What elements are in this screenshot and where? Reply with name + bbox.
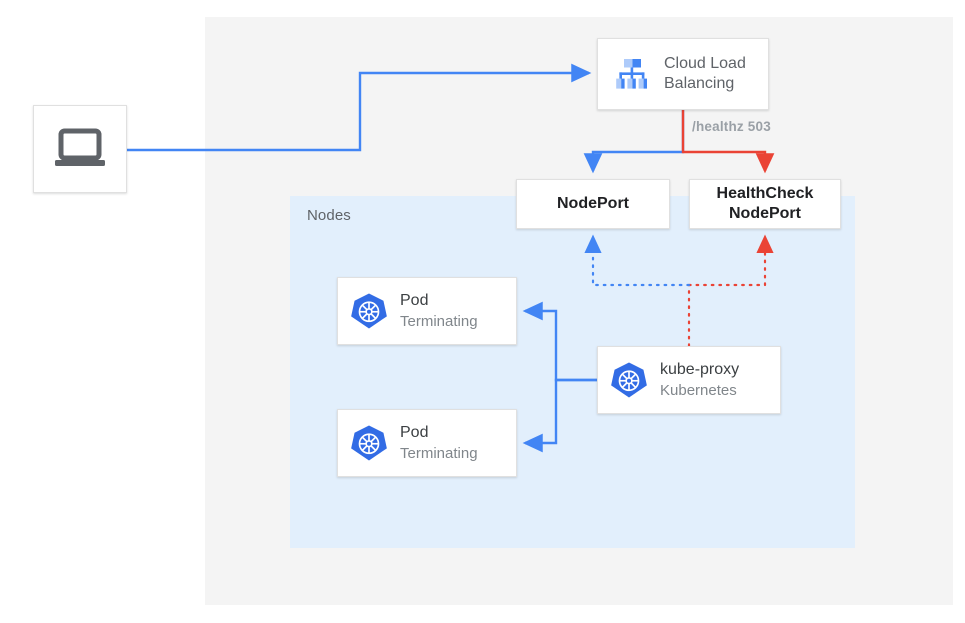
pod-node-2[interactable]: Pod Terminating xyxy=(337,409,517,477)
kube-proxy-node[interactable]: kube-proxy Kubernetes xyxy=(597,346,781,414)
pod-2-text: Pod Terminating xyxy=(400,423,478,463)
healthcheck-nodeport-subtitle: NodePort xyxy=(728,205,801,222)
cloud-load-balancing-node[interactable]: Cloud Load Balancing xyxy=(597,38,769,110)
pod-1-title: Pod xyxy=(400,292,429,310)
pod-1-text: Pod Terminating xyxy=(400,291,478,331)
kubernetes-icon xyxy=(350,424,388,462)
laptop-icon xyxy=(52,127,108,171)
pod-node-1[interactable]: Pod Terminating xyxy=(337,277,517,345)
client-node[interactable] xyxy=(33,105,127,193)
nodeport-node[interactable]: NodePort xyxy=(516,179,670,229)
cloud-load-balancing-subtitle: Balancing xyxy=(664,75,735,92)
kube-proxy-title: kube-proxy xyxy=(660,361,740,379)
kubernetes-icon xyxy=(610,361,648,399)
edge-label-healthz: /healthz 503 xyxy=(692,119,771,134)
cloud-load-balancing-title: Cloud Load xyxy=(664,54,746,72)
kube-proxy-subtitle: Kubernetes xyxy=(660,381,737,399)
pod-2-subtitle: Terminating xyxy=(400,444,478,462)
healthcheck-nodeport-title: HealthCheck xyxy=(716,185,814,202)
cloud-load-balancing-text: Cloud Load Balancing xyxy=(664,54,746,95)
kube-proxy-text: kube-proxy Kubernetes xyxy=(660,360,739,400)
kubernetes-icon xyxy=(350,292,388,330)
nodeport-label: NodePort xyxy=(557,195,629,212)
healthcheck-nodeport-node[interactable]: HealthCheck NodePort xyxy=(689,179,841,229)
cloud-load-balancing-icon xyxy=(610,53,652,95)
pod-1-subtitle: Terminating xyxy=(400,312,478,330)
pod-2-title: Pod xyxy=(400,424,429,442)
nodes-panel-label: Nodes xyxy=(307,207,351,224)
healthcheck-nodeport-label: HealthCheck NodePort xyxy=(717,184,814,224)
